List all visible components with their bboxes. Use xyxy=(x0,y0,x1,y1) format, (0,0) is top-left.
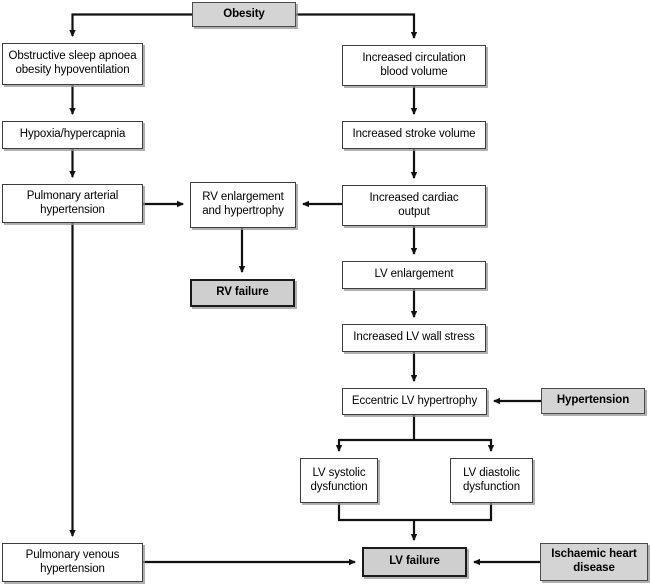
node-lv-systolic-dysfunction-label: LV systolic dysfunction xyxy=(310,466,368,493)
node-obesity[interactable]: Obesity xyxy=(192,2,296,27)
node-rv-enlargement-hypertrophy-label: RV enlargement and hypertrophy xyxy=(202,191,284,217)
node-lv-enlargement[interactable]: LV enlargement xyxy=(342,261,486,289)
node-increased-stroke-volume-label: Increased stroke volume xyxy=(352,128,476,141)
node-eccentric-lv-hypertrophy-label: Eccentric LV hypertrophy xyxy=(351,394,478,407)
node-pulmonary-venous-hypertension-label: Pulmonary venous hypertension xyxy=(25,548,120,575)
node-rv-failure[interactable]: RV failure xyxy=(190,279,295,307)
node-rv-failure-label: RV failure xyxy=(216,286,269,299)
node-increased-lv-wall-stress-label: Increased LV wall stress xyxy=(353,331,475,344)
node-pulmonary-venous-hypertension[interactable]: Pulmonary venous hypertension xyxy=(2,543,143,582)
node-increased-cardiac-output[interactable]: Increased cardiac output xyxy=(342,185,486,226)
node-hypoxia-hypercapnia[interactable]: Hypoxia/hypercapnia xyxy=(2,121,143,149)
node-ischaemic-heart-disease[interactable]: Ischaemic heart disease xyxy=(540,543,648,581)
node-eccentric-lv-hypertrophy[interactable]: Eccentric LV hypertrophy xyxy=(342,388,487,415)
node-increased-circulation-blood-volume-label: Increased circulation blood volume xyxy=(362,51,466,78)
node-obstructive-sleep-apnoea-label: Obstructive sleep apnoea obesity hypoven… xyxy=(8,50,137,76)
node-increased-circulation-blood-volume[interactable]: Increased circulation blood volume xyxy=(342,45,486,86)
node-ischaemic-heart-disease-label: Ischaemic heart disease xyxy=(551,548,637,574)
node-lv-systolic-dysfunction[interactable]: LV systolic dysfunction xyxy=(300,458,378,503)
node-hypertension[interactable]: Hypertension xyxy=(541,388,645,414)
node-obstructive-sleep-apnoea[interactable]: Obstructive sleep apnoea obesity hypoven… xyxy=(2,43,143,85)
node-increased-lv-wall-stress[interactable]: Increased LV wall stress xyxy=(342,324,486,352)
node-obesity-label: Obesity xyxy=(223,7,265,20)
edge-obesity-to-circ-volume xyxy=(296,13,418,39)
node-lv-failure[interactable]: LV failure xyxy=(362,547,467,577)
node-lv-diastolic-dysfunction-label: LV diastolic dysfunction xyxy=(462,466,521,493)
edge-lv-systolic-to-merge xyxy=(337,503,493,522)
node-hypoxia-hypercapnia-label: Hypoxia/hypercapnia xyxy=(19,128,126,141)
node-lv-enlargement-label: LV enlargement xyxy=(374,268,454,281)
node-lv-failure-label: LV failure xyxy=(389,555,440,568)
node-pulmonary-arterial-hypertension-label: Pulmonary arterial hypertension xyxy=(26,189,119,216)
edge-obesity-to-osa xyxy=(69,13,192,37)
node-pulmonary-arterial-hypertension[interactable]: Pulmonary arterial hypertension xyxy=(2,184,143,223)
edge-eccentric-split-bus xyxy=(339,415,492,442)
node-increased-stroke-volume[interactable]: Increased stroke volume xyxy=(342,121,486,149)
node-hypertension-label: Hypertension xyxy=(556,394,630,407)
node-increased-cardiac-output-label: Increased cardiac output xyxy=(369,191,459,218)
node-lv-diastolic-dysfunction[interactable]: LV diastolic dysfunction xyxy=(450,458,533,503)
node-rv-enlargement-hypertrophy[interactable]: RV enlargement and hypertrophy xyxy=(190,182,296,228)
